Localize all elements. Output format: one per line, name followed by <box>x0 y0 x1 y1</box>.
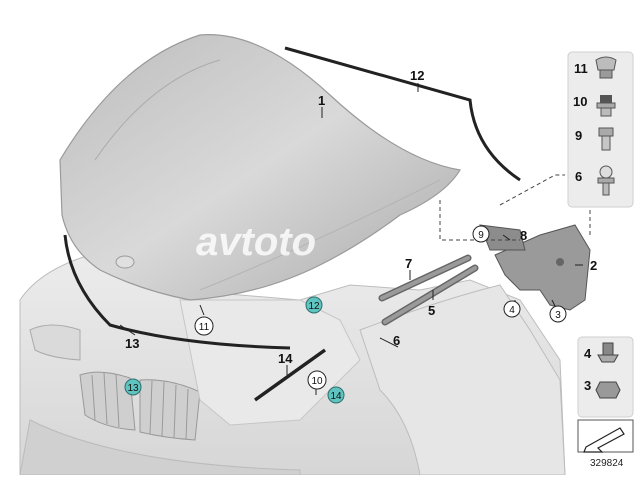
part-number: 329824 <box>590 458 624 469</box>
callout-1: 1 <box>318 93 325 108</box>
hinge-arm <box>479 224 526 251</box>
callout-13: 13 <box>125 336 139 351</box>
highlight-callout-14-label: 14 <box>330 391 342 402</box>
circle-callout-3-label: 3 <box>555 310 561 321</box>
panel-label-3: 3 <box>584 378 591 393</box>
grommet-icon <box>600 95 612 103</box>
ball-stud-icon <box>599 165 613 179</box>
callout-7: 7 <box>405 256 412 271</box>
hinge-bolt <box>556 258 564 266</box>
side-panel-lower <box>577 336 634 418</box>
panel-label-10: 10 <box>573 94 587 109</box>
panel-part-4: 4 <box>584 342 619 363</box>
arrow-icon <box>583 427 625 453</box>
circle-callout-10-label: 10 <box>311 376 323 387</box>
nut-icon <box>602 342 614 356</box>
panel-part-11: 11 <box>574 56 617 79</box>
callout-6: 6 <box>393 333 400 348</box>
callout-12: 12 <box>410 68 424 83</box>
circle-callout-4: 4 <box>503 300 521 318</box>
gas-strut-7 <box>378 254 472 302</box>
circle-callout-11: 11 <box>194 316 214 336</box>
hood-emblem <box>115 255 135 269</box>
fender-right <box>359 284 566 476</box>
gas-strut-5 <box>381 264 479 326</box>
callout-14: 14 <box>278 351 293 366</box>
panel-label-6: 6 <box>575 169 582 184</box>
kidney-grille <box>79 371 201 441</box>
panel-part-3: 3 <box>584 378 621 399</box>
seal-14 <box>253 348 327 402</box>
circle-callout-4-label: 4 <box>509 305 515 316</box>
hood-panel <box>59 34 461 301</box>
panel-part-10: 10 <box>573 94 616 117</box>
panel-part-6: 6 <box>575 165 615 196</box>
hood-seal-12 <box>284 46 521 182</box>
circle-callout-11-label: 11 <box>199 322 210 333</box>
panel-label-4: 4 <box>584 346 592 361</box>
callout-8: 8 <box>520 228 527 243</box>
hex-nut-icon <box>595 381 621 399</box>
highlight-callout-12: 12 <box>305 296 323 314</box>
seal-13 <box>63 234 291 350</box>
watermark-text: avtoto <box>196 220 316 264</box>
panel-label-9: 9 <box>575 128 582 143</box>
circle-callout-3: 3 <box>549 305 567 323</box>
bolt-icon <box>598 127 614 137</box>
highlight-callout-13-label: 13 <box>127 383 139 394</box>
circle-callout-10: 10 <box>307 370 327 390</box>
hood-crease-2 <box>199 179 441 291</box>
headlight <box>29 324 81 361</box>
bumper <box>19 419 301 476</box>
panel-part-9: 9 <box>575 127 614 151</box>
arrow-icon-box <box>577 419 634 453</box>
highlight-callout-12-label: 12 <box>308 301 320 312</box>
highlight-callout-14: 14 <box>327 386 345 404</box>
callout-2: 2 <box>590 258 597 273</box>
circle-callout-9-label: 9 <box>478 230 484 241</box>
hood-crease <box>94 59 221 161</box>
guide-lines <box>439 174 591 241</box>
circle-callout-9: 9 <box>472 225 490 243</box>
highlight-callout-13: 13 <box>124 378 142 396</box>
clip-icon <box>595 56 617 71</box>
callout-5: 5 <box>428 303 435 318</box>
panel-label-11: 11 <box>574 61 588 76</box>
